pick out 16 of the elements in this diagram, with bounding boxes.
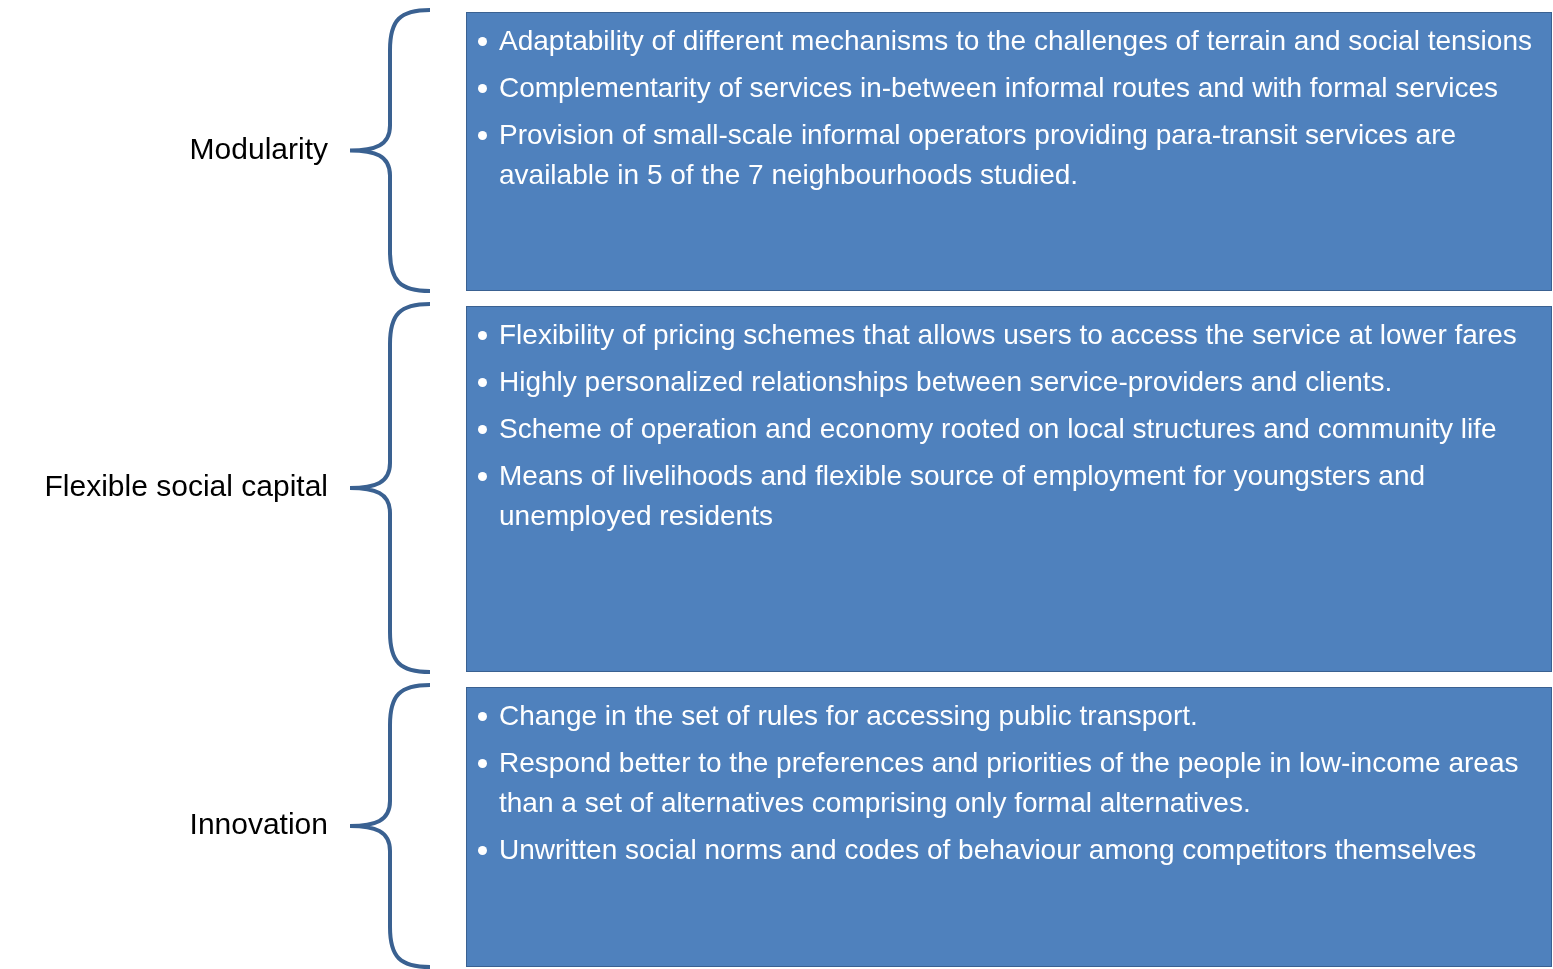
bullet-text: Complementarity of services in-between informal routes and with formal services [499, 72, 1499, 103]
category-label: Modularity [189, 131, 328, 166]
bullet-text: Unwritten social norms and codes of behaviour among competitors themselves [499, 834, 1477, 865]
category-label: Flexible social capital [44, 469, 328, 503]
bullet-panel [466, 687, 1552, 967]
bullet-panel [466, 12, 1552, 291]
bullet-text: Flexibility of pricing schemes that allows users to access the service at lower fares [499, 319, 1517, 350]
bullet-panel [466, 306, 1552, 672]
bullet-text: Adaptability of different mechanisms to the challenges of terrain and social tensions [499, 25, 1532, 56]
bullet-text: Change in the set of rules for accessing public transport. [499, 700, 1198, 731]
bullet-text: Scheme of operation and economy rooted on local structures and community life [499, 413, 1497, 444]
bullet-text: Highly personalized relationships between service-providers and clients. [499, 366, 1393, 397]
category-label: Innovation [189, 807, 328, 841]
bullet-text: Respond better to the preferences and priorities of the people in low-income areas than a set of alternatives comprising only formal alternatives. [499, 747, 1519, 818]
bullet-text: Provision of small-scale informal operators providing para-transit services are available in 5 of the 7 neighbourhoods studied. [499, 119, 1457, 190]
bullet-text: Means of livelihoods and flexible source of employment for youngsters and unemployed residents [499, 460, 1426, 531]
